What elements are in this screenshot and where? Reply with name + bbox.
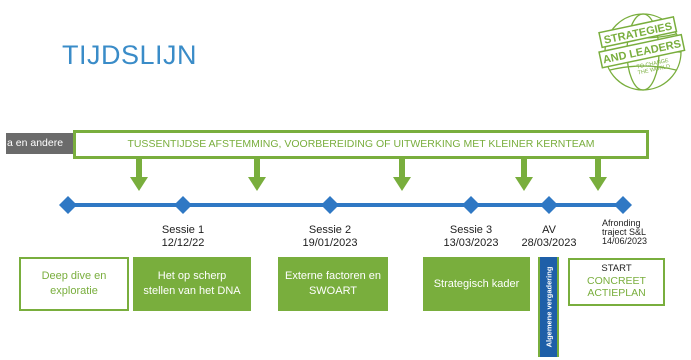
timeline-diamond-sessie-2 bbox=[321, 196, 339, 214]
milestone-sessie-2: Sessie 2 19/01/2023 bbox=[285, 224, 375, 250]
timeline-diamond-afronding bbox=[614, 196, 632, 214]
kernteam-banner: TUSSENTIJDSE AFSTEMMING, VOORBEREIDING O… bbox=[73, 130, 649, 159]
start-value-line1: CONCREET bbox=[587, 275, 646, 287]
milestone-date: 14/06/2023 bbox=[602, 236, 648, 246]
start-actieplan-box: START CONCREET ACTIEPLAN bbox=[568, 258, 665, 306]
milestone-date: 12/12/22 bbox=[161, 237, 205, 249]
milestone-name: Sessie 3 bbox=[449, 224, 493, 236]
algemene-vergadering-bar: Algemene vergadering bbox=[538, 257, 559, 357]
milestone-sessie-1: Sessie 1 12/12/22 bbox=[143, 224, 223, 250]
down-arrow-2 bbox=[248, 156, 266, 191]
phase-label: Externe factoren en SWOART bbox=[284, 270, 381, 297]
milestone-sessie-3: Sessie 3 13/03/2023 bbox=[426, 224, 516, 250]
timeline-diamond-sessie-1 bbox=[174, 196, 192, 214]
milestone-name: Sessie 2 bbox=[308, 224, 352, 236]
milestone-name-line1: Afronding bbox=[602, 218, 641, 228]
timeline-diamond-av bbox=[540, 196, 558, 214]
strategies-and-leaders-logo: STRATEGIES AND LEADERS TO CHANGE THE WOR… bbox=[598, 13, 686, 91]
milestone-date: 28/03/2023 bbox=[521, 237, 577, 249]
timeline-diamond-sessie-3 bbox=[462, 196, 480, 214]
phase-box-strategisch-kader: Strategisch kader bbox=[423, 257, 530, 311]
down-arrow-4 bbox=[515, 156, 533, 191]
down-arrow-3 bbox=[393, 156, 411, 191]
milestone-date: 19/01/2023 bbox=[302, 237, 358, 249]
down-arrow-1 bbox=[130, 156, 148, 191]
phase-box-dna: Het op scherp stellen van het DNA bbox=[133, 257, 251, 311]
milestone-av: AV 28/03/2023 bbox=[504, 224, 594, 250]
milestone-date: 13/03/2023 bbox=[443, 237, 499, 249]
milestone-name: AV bbox=[542, 224, 556, 236]
start-label: START bbox=[601, 263, 632, 274]
milestone-name-line2: traject S&L bbox=[602, 227, 647, 237]
down-arrow-5 bbox=[589, 156, 607, 191]
milestone-afronding: Afronding traject S&L 14/06/2023 bbox=[602, 219, 664, 246]
timeline-diamond-start bbox=[59, 196, 77, 214]
side-tag: a en andere bbox=[6, 133, 75, 154]
page-title: TIJDSLIJN bbox=[62, 40, 198, 70]
phase-label: Het op scherp stellen van het DNA bbox=[143, 270, 241, 297]
phase-label: Deep dive en exploratie bbox=[41, 270, 107, 297]
start-value-line2: ACTIEPLAN bbox=[587, 287, 646, 299]
algemene-vergadering-label: Algemene vergadering bbox=[544, 266, 553, 348]
phase-box-externe-factoren: Externe factoren en SWOART bbox=[278, 257, 388, 311]
phase-box-deep-dive: Deep dive en exploratie bbox=[19, 257, 129, 311]
phase-label: Strategisch kader bbox=[433, 277, 520, 290]
milestone-name: Sessie 1 bbox=[161, 224, 205, 236]
